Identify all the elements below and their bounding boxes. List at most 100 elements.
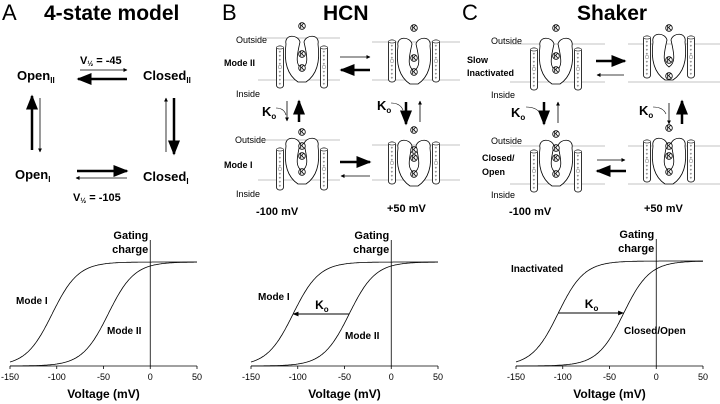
x-tick-label: -150 <box>507 372 525 382</box>
plus-charge: + <box>646 68 649 73</box>
plus-charge: + <box>279 50 282 55</box>
k-ion-label: K <box>667 154 672 160</box>
plus-charge: + <box>533 166 536 171</box>
series-label: Closed/Open <box>624 326 686 337</box>
helix-marker <box>433 160 439 166</box>
plus-charge: + <box>323 152 326 157</box>
pore-subunit <box>651 33 687 81</box>
plus-charge: + <box>690 52 693 57</box>
plus-charge: + <box>577 84 580 89</box>
y-axis-label: Gating <box>619 229 654 241</box>
k-ion <box>665 72 673 80</box>
x-tick-label: 0 <box>389 372 394 382</box>
series-line <box>9 261 197 363</box>
k-ion-label: K <box>667 74 672 80</box>
k-ion <box>552 144 560 152</box>
series-label: Mode I <box>258 292 290 303</box>
plus-charge: + <box>577 80 580 85</box>
panel-title-a: 4-state model <box>44 2 179 25</box>
row-label-mode-i: Mode I <box>224 160 253 170</box>
x-tick-label: 0 <box>654 372 659 382</box>
plus-charge: + <box>391 48 394 53</box>
x-axis-label: Voltage (mV) <box>67 387 139 401</box>
plus-charge: + <box>391 72 394 77</box>
k-ion-label: K <box>300 144 305 150</box>
k-ion <box>298 64 306 72</box>
plus-charge: + <box>646 48 649 53</box>
k-ion-label: K <box>300 154 305 160</box>
plus-charge: + <box>646 176 649 181</box>
plus-charge: + <box>391 166 394 171</box>
plus-charge: + <box>435 48 438 53</box>
k-ion-label: K <box>412 172 417 178</box>
x-axis-label: Voltage (mV) <box>308 387 380 401</box>
k-ion <box>410 126 418 134</box>
plus-charge: + <box>533 174 536 179</box>
plus-charge: + <box>646 44 649 49</box>
ko-label: Ko <box>511 105 525 122</box>
helix-marker <box>321 64 327 70</box>
plus-charge: + <box>279 78 282 83</box>
s4-helix-top <box>388 141 396 146</box>
k-ion-label: K <box>667 58 672 64</box>
k-ion-label: K <box>412 70 417 76</box>
k-ion-label: K <box>554 156 559 162</box>
x-tick-label: 50 <box>698 372 708 382</box>
plus-charge: + <box>533 162 536 167</box>
plus-charge: + <box>323 70 326 75</box>
s4-helix-top <box>320 147 328 152</box>
k-ion <box>298 22 306 30</box>
row-label-inactivated: Inactivated <box>467 68 514 78</box>
pore-subunit <box>284 35 320 83</box>
panel-title-c: Shaker <box>577 2 647 25</box>
k-ion <box>552 130 560 138</box>
s4-helix-top <box>574 47 582 52</box>
series-line <box>250 261 438 363</box>
x-axis-label: Voltage (mV) <box>573 387 645 401</box>
k-ion-label: K <box>412 56 417 62</box>
x-tick-label: -150 <box>1 372 19 382</box>
plus-charge: + <box>279 58 282 63</box>
plus-charge: + <box>323 54 326 59</box>
k-ion-label: K <box>300 66 305 72</box>
k-ion-label: K <box>554 146 559 152</box>
plus-charge: + <box>533 76 536 81</box>
s4-helix-top <box>643 139 651 144</box>
plus-charge: + <box>690 168 693 173</box>
s4-helix-top <box>276 147 284 152</box>
plus-charge: + <box>533 52 536 57</box>
plus-charge: + <box>646 152 649 157</box>
plus-charge: + <box>577 64 580 69</box>
x-tick-label: 50 <box>192 372 202 382</box>
plus-charge: + <box>533 158 536 163</box>
plus-charge: + <box>646 168 649 173</box>
plus-charge: + <box>323 58 326 63</box>
ko-curve <box>390 102 404 111</box>
inside-label: Inside <box>491 190 515 200</box>
plus-charge: + <box>323 176 326 181</box>
series-label: Mode II <box>107 326 142 337</box>
s4-helix-top <box>687 35 695 40</box>
row-label-open: Open <box>482 167 505 177</box>
plus-charge: + <box>279 152 282 157</box>
x-tick-label: -50 <box>338 372 351 382</box>
plus-charge: + <box>391 64 394 69</box>
plus-charge: + <box>435 166 438 171</box>
plus-charge: + <box>577 154 580 159</box>
plus-charge: + <box>279 62 282 67</box>
state-open-i: OpenI <box>15 167 50 184</box>
k-ion <box>665 152 673 160</box>
plus-charge: + <box>646 64 649 69</box>
k-ion <box>410 24 418 32</box>
series-label: Mode I <box>16 296 48 307</box>
plus-charge: + <box>279 184 282 189</box>
series-line <box>516 260 704 367</box>
s4-helix-top <box>530 47 538 52</box>
x-tick-label: -50 <box>97 372 110 382</box>
series-line <box>251 261 438 367</box>
plus-charge: + <box>279 180 282 185</box>
state-closed-i: ClosedI <box>143 169 189 186</box>
plus-charge: + <box>279 160 282 165</box>
plus-charge: + <box>533 80 536 85</box>
k-ion <box>410 54 418 62</box>
